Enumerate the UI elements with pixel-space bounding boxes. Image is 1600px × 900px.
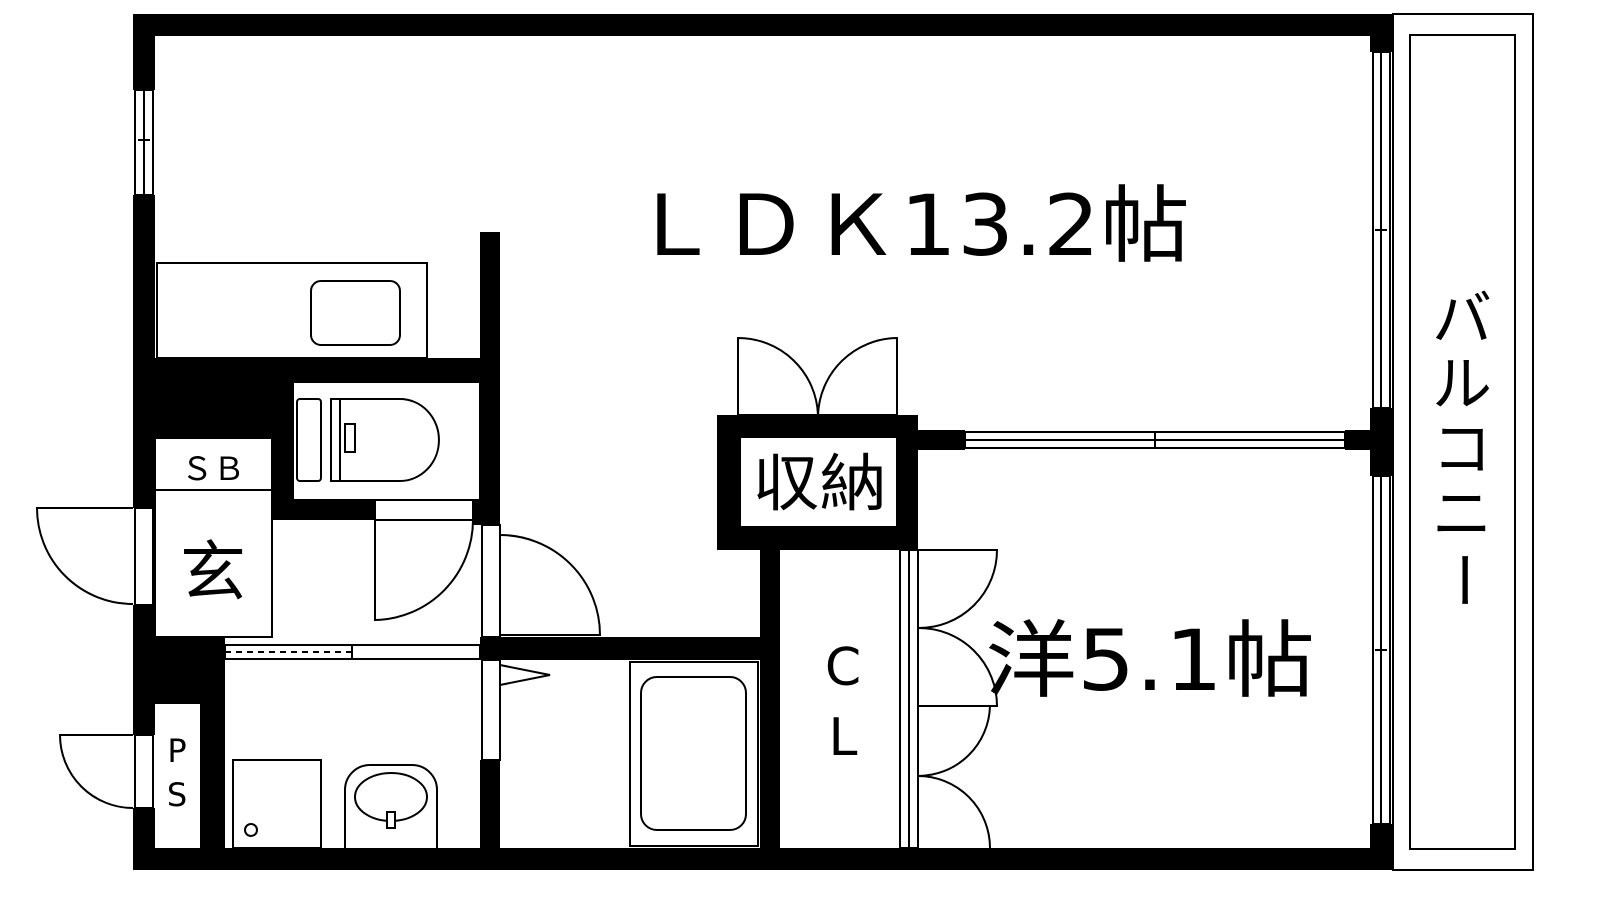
bathtub bbox=[629, 661, 759, 847]
entrance-door bbox=[35, 507, 134, 605]
toilet bbox=[292, 381, 481, 501]
balcony-char: ー bbox=[1427, 550, 1497, 610]
storage-label: 収納 bbox=[752, 447, 887, 520]
storage bbox=[737, 336, 898, 528]
shoe-box-label: ＳＢ bbox=[181, 450, 245, 488]
balcony-char: ニ bbox=[1432, 480, 1492, 550]
entrance-label: 玄 bbox=[180, 534, 246, 611]
balcony-char: ル bbox=[1432, 350, 1492, 420]
balcony-label: バ ル コ ニ ー bbox=[1427, 285, 1497, 610]
ldk-door bbox=[481, 524, 602, 638]
ps-label-s: S bbox=[167, 776, 187, 814]
windows bbox=[134, 51, 1391, 825]
closet-label-l: L bbox=[829, 708, 858, 768]
closet bbox=[899, 549, 999, 849]
ps-label-p: P bbox=[167, 732, 186, 770]
balcony-char: バ bbox=[1432, 285, 1492, 355]
toilet-door bbox=[374, 499, 474, 622]
entrance-area bbox=[154, 489, 273, 638]
washroom-sliding-door bbox=[224, 644, 481, 660]
ps-door bbox=[58, 734, 134, 809]
kitchen-counter bbox=[156, 262, 428, 359]
balcony bbox=[1392, 13, 1534, 871]
bath-door bbox=[481, 659, 551, 761]
partition-sliding-door bbox=[964, 431, 1346, 449]
ldk-label: ＬＤＫ13.2帖 bbox=[630, 177, 1190, 275]
shoe-box bbox=[154, 437, 273, 491]
balcony-char: コ bbox=[1432, 415, 1492, 485]
closet-label-c: C bbox=[825, 638, 861, 698]
outer-walls bbox=[133, 14, 1393, 870]
wash-basin bbox=[344, 764, 438, 848]
washing-machine bbox=[232, 759, 322, 849]
western-room-label: 洋5.1帖 bbox=[985, 612, 1315, 710]
